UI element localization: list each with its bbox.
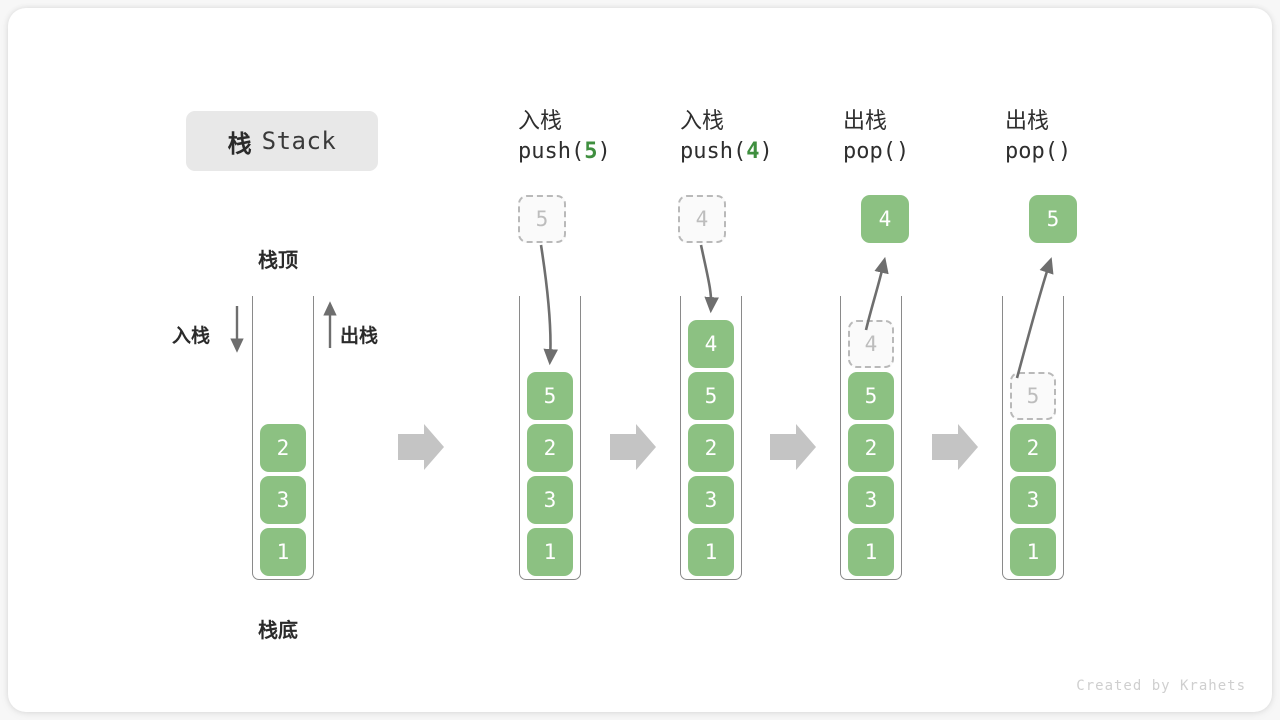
push-side-label: 入栈 xyxy=(172,326,211,347)
stack-cell: 2 xyxy=(527,424,573,472)
stack-cell: 1 xyxy=(1010,528,1056,576)
code-suffix: ) xyxy=(759,139,773,164)
column-header-code-pop-4: pop() xyxy=(843,136,993,168)
diagram-title-chip: 栈 Stack xyxy=(186,111,378,171)
stack-bottom-label: 栈底 xyxy=(258,620,298,642)
code-prefix: push( xyxy=(680,139,747,164)
code-prefix: pop( xyxy=(843,139,896,164)
stack-cell: 3 xyxy=(848,476,894,524)
stack-cell: 2 xyxy=(848,424,894,472)
popped-element-4: 4 xyxy=(861,195,909,243)
stack-cell: 4 xyxy=(688,320,734,368)
stack-cell-ghost: 5 xyxy=(1010,372,1056,420)
column-header-push-4: 入栈 push(4) xyxy=(680,106,830,168)
column-header-cn-pop-4: 出栈 xyxy=(843,108,888,133)
column-header-pop-5: 出栈 pop() xyxy=(1005,106,1155,168)
column-header-code-push-4: push(4) xyxy=(680,136,830,168)
stack-cell: 2 xyxy=(688,424,734,472)
watermark: Created by Krahets xyxy=(1076,678,1246,694)
stack-cell: 1 xyxy=(527,528,573,576)
diagram-title-en: Stack xyxy=(261,127,337,155)
code-arg: 5 xyxy=(584,139,598,164)
pop-side-label: 出栈 xyxy=(340,326,379,347)
column-header-push-5: 入栈 push(5) xyxy=(518,106,668,168)
stack-cell: 3 xyxy=(688,476,734,524)
column-header-code-pop-5: pop() xyxy=(1005,136,1155,168)
column-header-cn-push-4: 入栈 xyxy=(680,108,725,133)
incoming-element-push-4: 4 xyxy=(678,195,726,243)
code-arg: 4 xyxy=(746,139,760,164)
stack-cell: 3 xyxy=(1010,476,1056,524)
stack-cell: 2 xyxy=(260,424,306,472)
column-header-cn-push-5: 入栈 xyxy=(518,108,563,133)
popped-element-5: 5 xyxy=(1029,195,1077,243)
stack-cell-ghost: 4 xyxy=(848,320,894,368)
stack-top-label: 栈顶 xyxy=(258,250,298,272)
stack-cell: 2 xyxy=(1010,424,1056,472)
column-header-code-push-5: push(5) xyxy=(518,136,668,168)
code-suffix: ) xyxy=(597,139,611,164)
stack-cell: 1 xyxy=(848,528,894,576)
diagram-title-cn: 栈 xyxy=(227,130,253,158)
stack-cell: 5 xyxy=(527,372,573,420)
stack-cell: 1 xyxy=(260,528,306,576)
stack-cell: 3 xyxy=(527,476,573,524)
stack-cell: 1 xyxy=(688,528,734,576)
code-suffix: ) xyxy=(895,139,910,164)
stack-cell: 5 xyxy=(848,372,894,420)
column-header-cn-pop-5: 出栈 xyxy=(1005,108,1050,133)
code-prefix: push( xyxy=(518,139,585,164)
column-header-pop-4: 出栈 pop() xyxy=(843,106,993,168)
stack-cell: 5 xyxy=(688,372,734,420)
stack-cell: 3 xyxy=(260,476,306,524)
code-prefix: pop( xyxy=(1005,139,1058,164)
code-suffix: ) xyxy=(1057,139,1072,164)
incoming-element-push-5: 5 xyxy=(518,195,566,243)
